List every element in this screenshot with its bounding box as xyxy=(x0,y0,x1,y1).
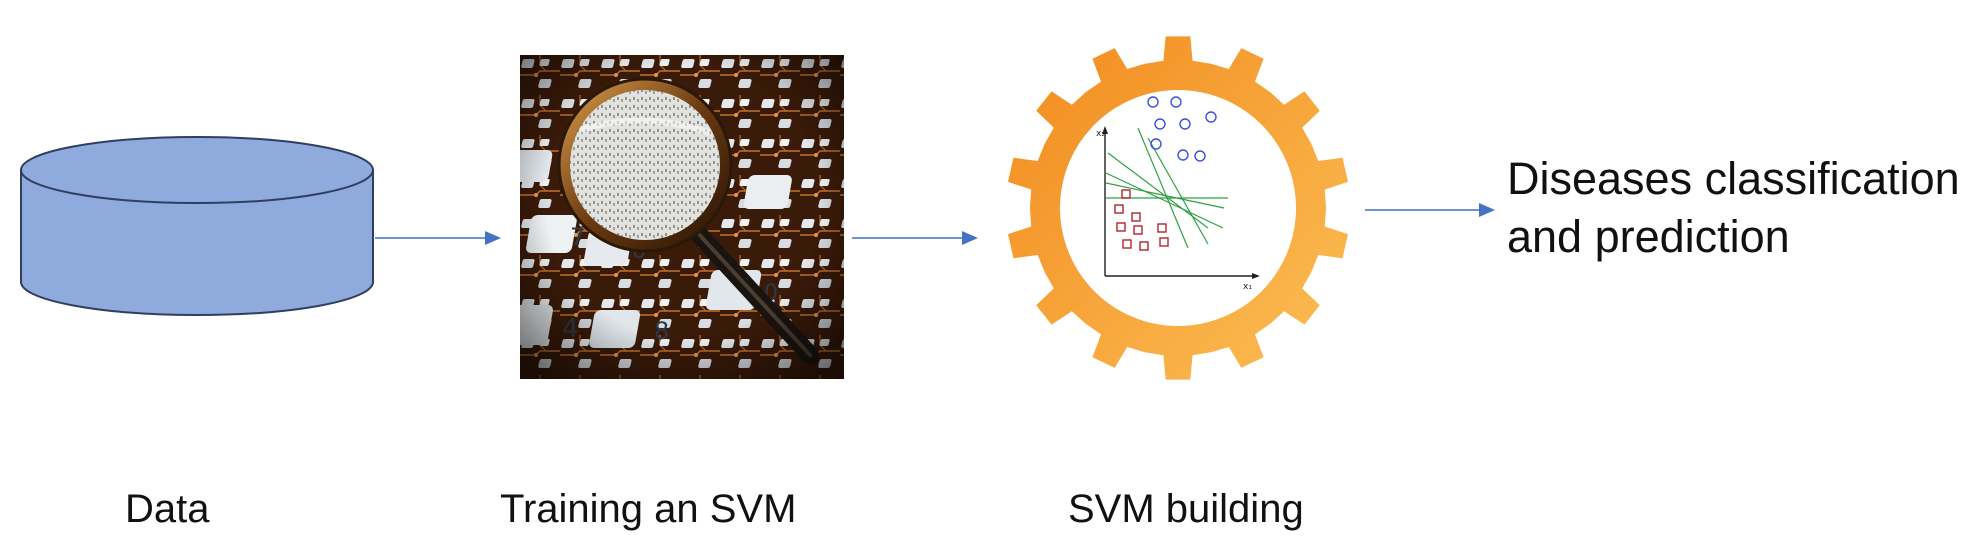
y-axis-label: x₂ xyxy=(1096,129,1105,139)
output-line-1: Diseases classification xyxy=(1507,153,1960,204)
magnifying-glass-over-keys-image: 4 8 7 0 0 xyxy=(520,55,844,379)
negative-class-point xyxy=(1122,239,1132,249)
output-line-2: and prediction xyxy=(1507,211,1790,262)
negative-class-point xyxy=(1157,223,1167,233)
arrow-building-to-output xyxy=(1365,200,1500,220)
positive-class-point xyxy=(1147,96,1159,108)
separator-line xyxy=(1105,172,1224,229)
separator-line xyxy=(1147,137,1209,245)
step-label-building: SVM building xyxy=(1068,487,1304,531)
arrow-data-to-training xyxy=(375,228,505,248)
svm-gear: x₂ x₁ xyxy=(998,28,1358,388)
arrow-training-to-building xyxy=(852,228,982,248)
step-label-data: Data xyxy=(125,487,210,531)
database-cylinder-icon xyxy=(20,136,374,316)
negative-class-point xyxy=(1159,237,1169,247)
separator-line xyxy=(1137,127,1189,249)
positive-class-point xyxy=(1150,138,1162,150)
negative-class-point xyxy=(1131,212,1141,222)
step-label-training: Training an SVM xyxy=(500,487,797,531)
positive-class-point xyxy=(1177,149,1189,161)
negative-class-point xyxy=(1133,225,1143,235)
svm-scatter-plot: x₂ x₁ xyxy=(1096,96,1260,292)
output-label: Diseases classification and prediction xyxy=(1507,150,1960,266)
positive-class-point xyxy=(1170,96,1182,108)
training-image: 4 8 7 0 0 xyxy=(520,55,844,379)
negative-class-point xyxy=(1114,204,1124,214)
positive-class-point xyxy=(1205,111,1217,123)
positive-class-point xyxy=(1154,118,1166,130)
positive-class-point xyxy=(1194,150,1206,162)
negative-class-point xyxy=(1116,222,1126,232)
x-axis-label: x₁ xyxy=(1243,282,1252,292)
gear-with-svm-plot-icon: x₂ x₁ xyxy=(1008,36,1348,380)
positive-class-point xyxy=(1179,118,1191,130)
data-cylinder xyxy=(18,110,378,345)
negative-class-point xyxy=(1139,241,1149,251)
negative-class-point xyxy=(1121,189,1131,199)
